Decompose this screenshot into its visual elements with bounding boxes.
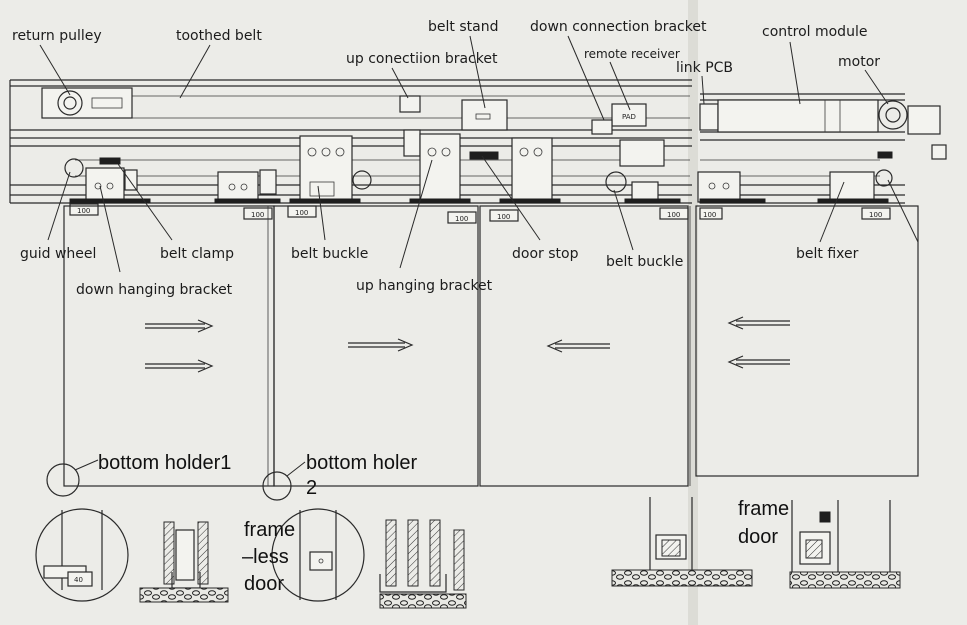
hanger-carriage-1 [64,157,151,204]
label-up-connection-bracket: up conectiion bracket [346,51,498,67]
hanger-carriage-5 [499,137,561,204]
arrow-left-icon [727,316,790,330]
dimension-tag-text: 100 [667,211,680,219]
hanger-carriage-8 [817,151,893,204]
detail-dimension-text: 40 [74,576,83,584]
label-up-hanging-bracket: up hanging bracket [356,278,493,294]
label-frame-2: door [738,526,778,548]
label-belt-fixer: belt fixer [796,246,859,262]
door-panel-3 [479,205,689,487]
arrow-left-icon [546,339,610,353]
leader-line [74,459,99,471]
label-belt-buckle-right: belt buckle [606,254,683,270]
hanger-carriage-6 [605,139,681,204]
label-frameless-1: frame [244,519,295,541]
label-down-connection-bracket: down connection bracket [530,19,707,35]
bottom-holder2-marker [262,471,292,501]
down-connection-bracket [591,119,613,135]
dimension-tag-text: 100 [251,211,264,219]
receiver-text: PAD [622,113,636,121]
hanger-carriage-3 [289,135,372,204]
leader-line [286,461,306,477]
dimension-tag-text: 100 [497,213,510,221]
bottom-labels: bottom holder1 bottom holer 2 frame –les… [98,452,789,595]
link-pcb [699,103,719,131]
page-fold [688,0,698,625]
hanger-carriage-4 [409,133,499,204]
arrow-left-icon [727,355,790,369]
dimension-tags: 100 100 100 100 100 100 100 100 [69,203,891,224]
dimension-tag-text: 100 [703,211,716,219]
label-link-pcb: link PCB [676,60,733,76]
bottom-holder1-marker [46,463,80,497]
label-return-pulley: return pulley [12,28,102,44]
callout-leaders [39,35,919,273]
dimension-tag-text: 100 [295,209,308,217]
dimension-tag-text: 100 [869,211,882,219]
label-toothed-belt: toothed belt [176,28,262,44]
door-panel-4 [695,205,919,477]
return-pulley [41,87,133,119]
detail-frame-door-1 [611,497,753,587]
label-frameless-2: –less [242,546,289,568]
arrow-right-icon [145,359,214,373]
motor [878,100,947,160]
detail-profile-1 [139,521,229,603]
remote-receiver: PAD [611,103,647,127]
hanger-carriage-7 [697,171,766,204]
dimension-tag-text: 100 [455,215,468,223]
arrow-right-icon [348,338,414,352]
arrow-right-icon [145,319,214,333]
detail-frame-door-2 [789,500,901,589]
control-module [717,99,879,133]
label-belt-stand: belt stand [428,19,498,35]
detail-bottom-holder1: 40 [35,508,129,602]
label-door-stop: door stop [512,246,579,262]
hanger-carriage-2 [214,169,281,204]
label-down-hanging-bracket: down hanging bracket [76,282,233,298]
label-guid-wheel: guid wheel [20,246,96,262]
label-bottom-holer2: bottom holer [306,452,418,474]
label-belt-clamp: belt clamp [160,246,234,262]
detail-profile-2 [379,519,467,609]
up-connection-bracket [399,95,421,157]
label-belt-buckle-left: belt buckle [291,246,368,262]
label-frame-1: frame [738,498,789,520]
label-frameless-3: door [244,573,284,595]
label-remote-receiver: remote receiver [584,47,680,61]
detail-bottom-holer2 [271,508,365,602]
callout-labels: return pulley toothed belt belt stand up… [12,19,880,298]
label-motor: motor [838,54,880,70]
dimension-tag-text: 100 [77,207,90,215]
direction-arrows [145,316,790,373]
label-control-module: control module [762,24,867,40]
door-panels [63,205,919,487]
door-panel-2 [273,205,479,487]
label-bottom-holer2-number: 2 [306,477,317,499]
label-bottom-holder1: bottom holder1 [98,452,231,474]
